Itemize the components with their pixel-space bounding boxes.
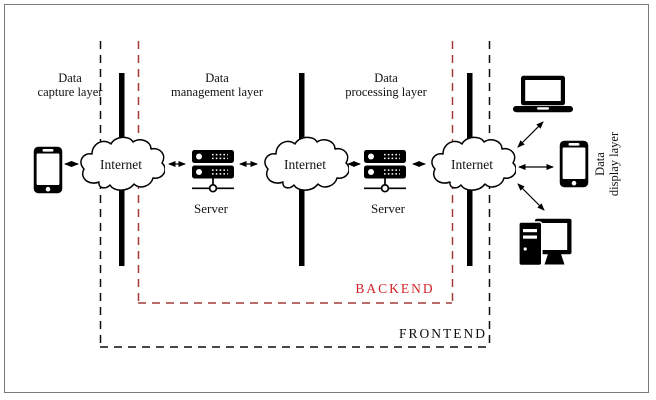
server-label: Server	[371, 201, 405, 216]
label-line: management layer	[171, 85, 263, 99]
internet-label: Internet	[451, 157, 493, 172]
label-line: Data	[593, 152, 607, 176]
data-capture-layer-label: Data capture layer	[38, 71, 103, 99]
frontend-boundary	[99, 41, 491, 348]
data-management-layer-label: Data management layer	[171, 71, 263, 99]
label-line: Data	[374, 71, 398, 85]
data-processing-layer-label: Data processing layer	[345, 71, 427, 99]
smartphone-icon	[559, 140, 589, 188]
double-arrow-icon	[517, 183, 545, 211]
desktop-computer-icon	[518, 218, 572, 267]
label-line: capture layer	[37, 85, 103, 99]
data-display-layer-label: Data display layer	[593, 132, 621, 196]
backend-region-label: BACKEND	[355, 281, 435, 296]
laptop-icon	[513, 75, 573, 113]
outer-frame	[4, 4, 649, 393]
label-line: display layer	[607, 131, 621, 197]
label-line: processing layer	[345, 85, 427, 99]
internet-label: Internet	[284, 157, 326, 172]
connection-arrows	[64, 121, 554, 211]
server-rack-icon	[191, 150, 235, 193]
internet-label: Internet	[100, 157, 142, 172]
label-line: Data	[58, 71, 82, 85]
smartphone-icon	[33, 146, 63, 194]
label-line: Data	[205, 71, 229, 85]
double-arrow-icon	[517, 121, 544, 148]
frontend-region-label: FRONTEND	[398, 326, 488, 341]
server-rack-icon	[363, 150, 407, 193]
server-label: Server	[194, 201, 228, 216]
